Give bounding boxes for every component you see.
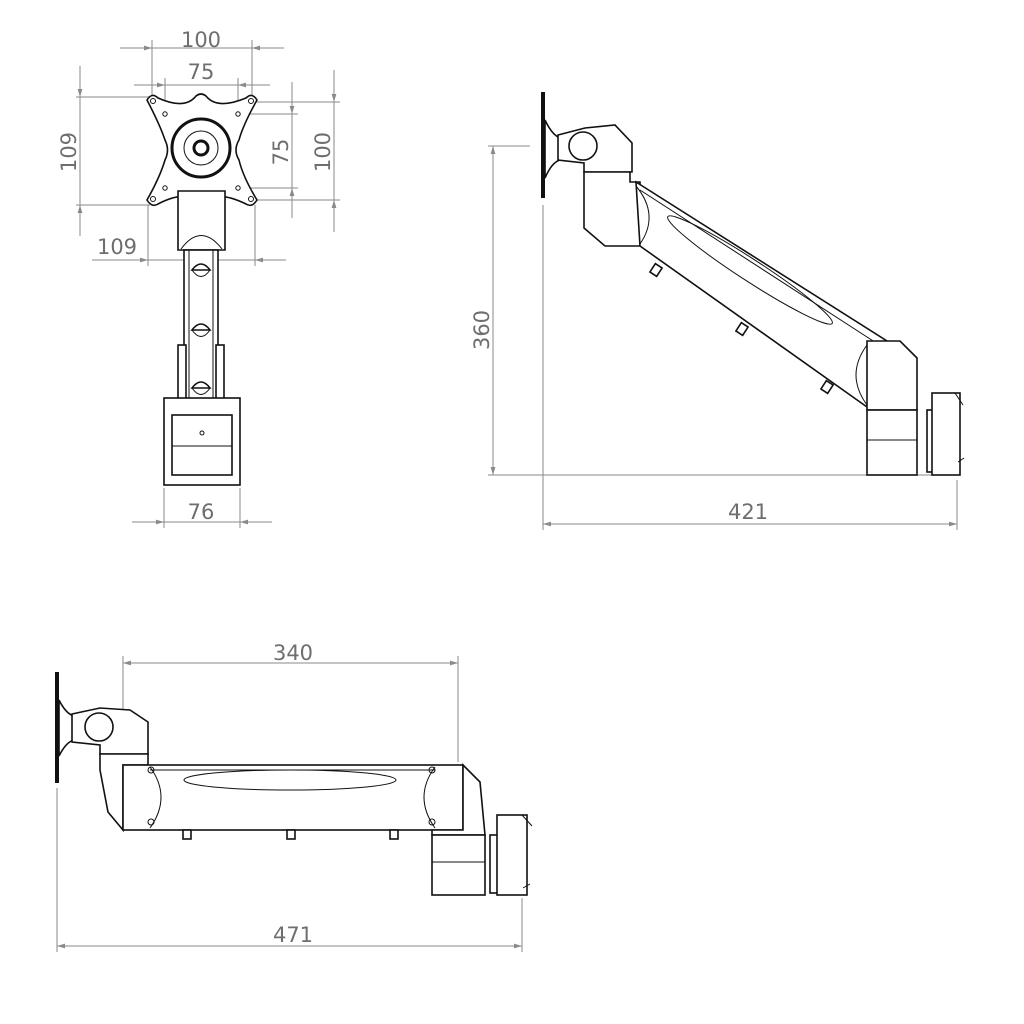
dimension-vesa-inner-height: 75	[240, 82, 298, 218]
dimension-label: 75	[269, 139, 293, 166]
dimension-total-reach: 471	[56, 788, 523, 952]
dimension-label: 75	[188, 60, 215, 84]
dimension-label: 340	[273, 641, 313, 665]
dimension-vesa-outer-width: 100	[120, 28, 284, 100]
base-clamp	[866, 392, 965, 476]
base-clamp	[431, 814, 533, 896]
dimension-label: 109	[57, 132, 81, 172]
adjust-knobs	[182, 829, 399, 840]
dimension-label: 360	[470, 310, 494, 350]
adjust-knobs	[648, 262, 835, 395]
dimension-label: 100	[311, 132, 335, 172]
dimension-label: 100	[181, 28, 221, 52]
dimension-label: 76	[188, 500, 215, 524]
forearm	[122, 764, 464, 831]
dimension-arm-length: 340	[122, 641, 459, 762]
dimension-vesa-inner-width: 75	[134, 60, 270, 112]
dimension-label: 471	[273, 923, 313, 947]
dimension-vesa-outer-height: 100	[256, 70, 340, 232]
base-elbow	[866, 340, 918, 411]
dimension-base-width: 76	[132, 488, 272, 528]
side-view-extended: 340 471	[55, 641, 533, 952]
dimension-label: 109	[97, 235, 137, 259]
upper-arm	[635, 180, 888, 409]
dimension-width-bottom: 109	[92, 205, 286, 266]
base-clamp-front	[163, 397, 241, 486]
dimension-label: 421	[728, 500, 768, 524]
vesa-plate	[55, 672, 59, 783]
arm-front	[177, 249, 225, 416]
mounting-holes	[150, 98, 254, 202]
vesa-plate	[541, 92, 545, 198]
front-view: 100 75 109 75	[57, 28, 340, 528]
side-view-raised: 360 421	[470, 92, 965, 530]
head-column	[177, 190, 226, 251]
head-elbow	[583, 171, 641, 247]
dimension-reach: 421	[542, 205, 958, 530]
dimension-height-left: 109	[57, 66, 150, 236]
